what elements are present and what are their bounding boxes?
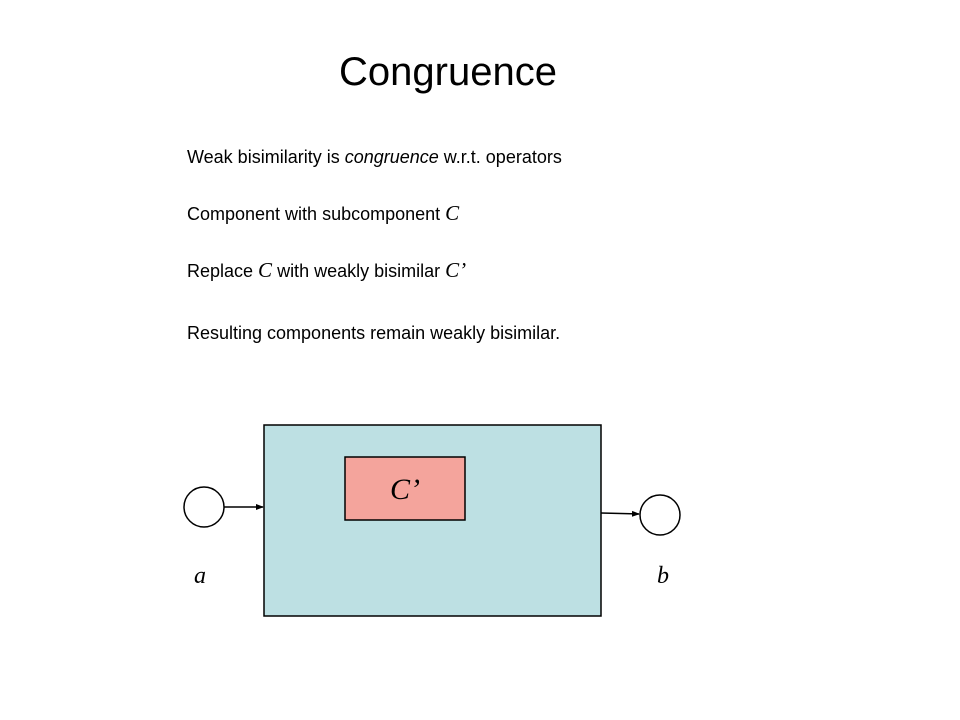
input-port-a (183, 486, 225, 528)
subcomponent-c-prime (344, 456, 466, 521)
output-port-b (639, 494, 681, 536)
statement-text: Weak bisimilarity is (187, 147, 345, 167)
output-arrow (600, 510, 640, 517)
subcomponent-label: C’ (390, 473, 420, 506)
statement-weak-bisimilarity: Weak bisimilarity is congruence w.r.t. o… (187, 145, 562, 169)
statement-text: w.r.t. operators (438, 147, 562, 167)
symbol-c: C (258, 258, 273, 282)
output-port-label: b (657, 563, 669, 589)
congruence-emphasis: congruence (344, 147, 439, 167)
statement-component: Component with subcomponent C (187, 201, 459, 226)
slide-title: Congruence (339, 50, 557, 94)
input-port-label: a (194, 563, 206, 589)
statement-result: Resulting components remain weakly bisim… (187, 323, 561, 343)
statement-text: with weakly bisimilar (272, 261, 446, 281)
symbol-c-prime: C’ (445, 258, 467, 282)
symbol-c: C (445, 201, 460, 225)
statement-text: Component with subcomponent (187, 204, 446, 224)
statement-replace: Replace C with weakly bisimilar C’ (187, 258, 466, 283)
statement-text: Replace (187, 261, 259, 281)
